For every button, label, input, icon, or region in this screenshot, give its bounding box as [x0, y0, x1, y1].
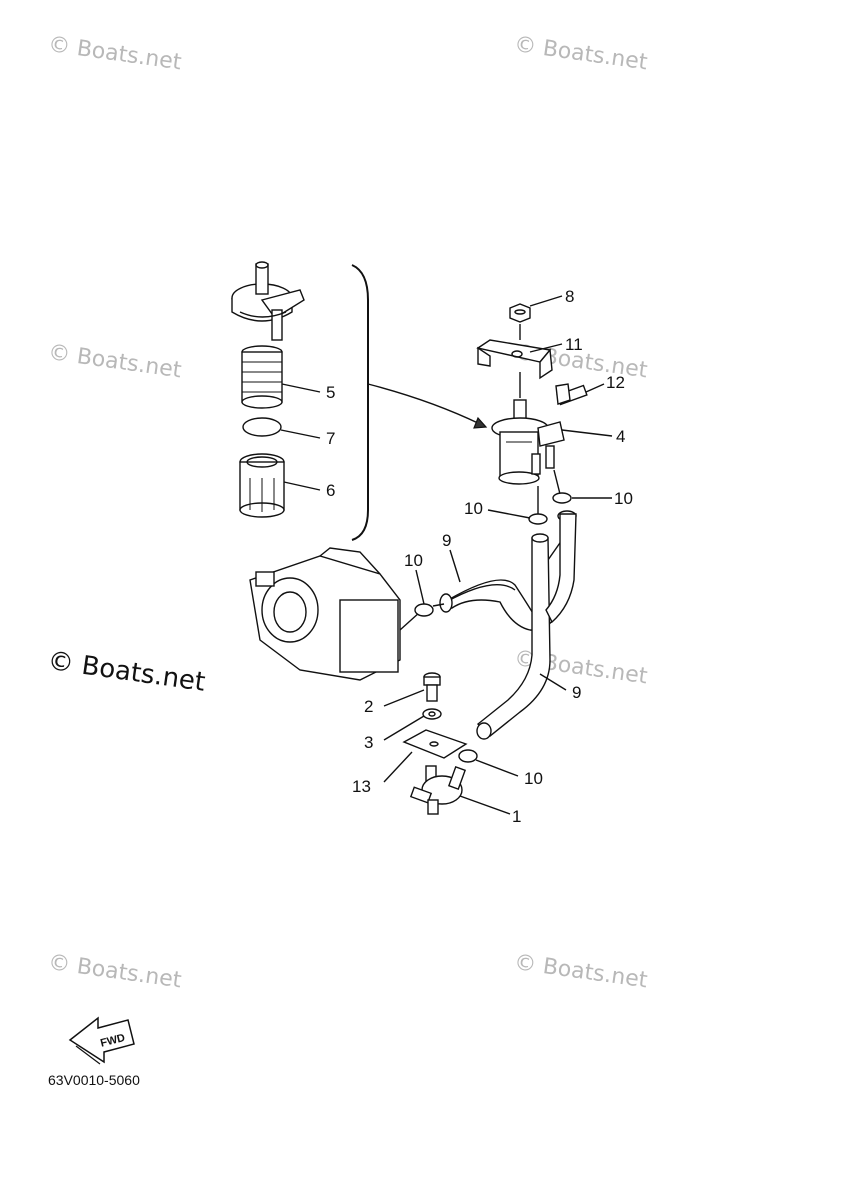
- callout-12: 12: [606, 373, 625, 392]
- callout-5: 5: [326, 383, 335, 402]
- filter-cup-drawing: [239, 453, 285, 518]
- bracket-drawing: [402, 729, 468, 759]
- callout-9-lower: 9: [572, 683, 581, 702]
- callout-6: 6: [326, 481, 335, 500]
- screw-drawing: [423, 672, 441, 702]
- guide-line: [432, 603, 445, 607]
- washer-drawing: [422, 708, 442, 720]
- fuel-hose-right: [545, 513, 577, 624]
- fwd-arrow-icon: FWD: [68, 1016, 135, 1065]
- callout-13: 13: [352, 777, 371, 796]
- callout-10-carb: 10: [404, 551, 423, 570]
- callout-3: 3: [364, 733, 373, 752]
- hose-end: [439, 593, 453, 613]
- fwd-label: FWD: [99, 1032, 126, 1050]
- group-arrow: [367, 383, 481, 425]
- washer-hole: [428, 711, 436, 717]
- bracket-plate-drawing: [476, 339, 553, 380]
- group-bracket: [351, 264, 369, 541]
- hose-end: [531, 533, 549, 543]
- fuel-hose-upper-edge: [445, 583, 516, 603]
- callout-9-upper: 9: [442, 531, 451, 550]
- callout-4: 4: [616, 427, 625, 446]
- hose-clip-drawing: [414, 603, 434, 617]
- filter-element-drawing: [241, 345, 283, 409]
- fuel-joint-drawing: [409, 765, 467, 815]
- nut-drawing: [509, 303, 531, 323]
- fuel-filter-drawing: [491, 399, 565, 485]
- group-arrow-head: [473, 416, 488, 429]
- fuel-hose-lower: [476, 537, 551, 737]
- hose-clip-drawing: [552, 492, 572, 504]
- callout-2: 2: [364, 697, 373, 716]
- o-ring-drawing: [242, 417, 282, 437]
- callout-11: 11: [565, 335, 583, 354]
- hose-end: [476, 722, 492, 740]
- carburetor-drawing: [249, 547, 421, 681]
- callout-1: 1: [512, 807, 521, 826]
- callout-7: 7: [326, 429, 335, 448]
- callout-8: 8: [565, 287, 574, 306]
- filter-cap-drawing: [231, 261, 305, 341]
- hose-clip-drawing: [528, 513, 548, 525]
- leader-lines: [280, 295, 613, 815]
- guide-line: [553, 469, 561, 495]
- callout-10-right: 10: [614, 489, 633, 508]
- part-number: 63V0010-5060: [48, 1072, 140, 1088]
- callout-10-left: 10: [464, 499, 483, 518]
- callout-10-joint: 10: [524, 769, 543, 788]
- hose-clip-drawing: [458, 749, 478, 763]
- bolt-drawing: [555, 383, 588, 406]
